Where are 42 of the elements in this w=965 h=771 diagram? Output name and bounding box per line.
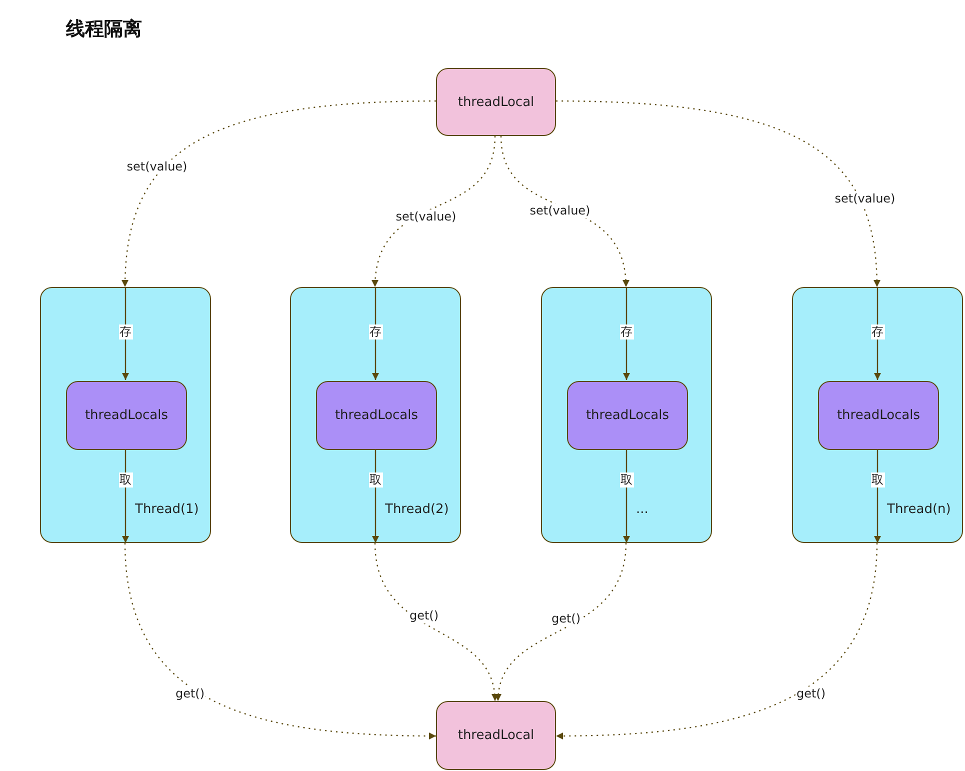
map-box: threadLocals (567, 381, 688, 450)
map-box: threadLocals (818, 381, 939, 450)
arrow (372, 136, 496, 288)
arrow (122, 449, 129, 543)
title: 线程隔离 (66, 17, 142, 42)
edge-label: 取 (118, 472, 132, 488)
edge-label: set(value) (394, 210, 458, 224)
arrow (874, 287, 881, 380)
arrow (372, 287, 379, 380)
edge-label: set(value) (126, 160, 188, 174)
edge-label: get() (174, 686, 206, 702)
arrow (874, 449, 881, 543)
arrow (122, 287, 129, 380)
arrow (556, 542, 878, 740)
edge-label: get() (795, 686, 827, 702)
map-box: threadLocals (316, 381, 437, 450)
thread-box (290, 287, 461, 543)
thread-label: Thread(1) (135, 502, 199, 517)
map-box: threadLocals (66, 381, 187, 450)
edge-label: set(value) (834, 192, 896, 206)
arrow (496, 542, 627, 702)
arrow (374, 542, 498, 702)
variable-box: threadLocal (436, 68, 556, 136)
thread-box (541, 287, 712, 543)
arrow (623, 287, 630, 380)
arrow (556, 100, 880, 288)
thread-box (792, 287, 963, 543)
variable-box: threadLocal (436, 701, 556, 770)
edge-label: set(value) (528, 204, 592, 218)
thread-label: ... (636, 502, 648, 517)
arrow (623, 449, 630, 543)
arrow (372, 449, 379, 543)
thread-label: Thread(n) (887, 502, 951, 517)
thread-label: Thread(2) (385, 502, 449, 517)
thread-box (40, 287, 211, 543)
edge-label: 取 (620, 472, 634, 488)
edge-label: get() (550, 612, 582, 626)
edge-label: get() (408, 608, 440, 624)
arrow (122, 100, 436, 288)
edge-label: 取 (368, 472, 382, 488)
arrow (124, 542, 436, 740)
edge-label: 取 (870, 472, 884, 488)
